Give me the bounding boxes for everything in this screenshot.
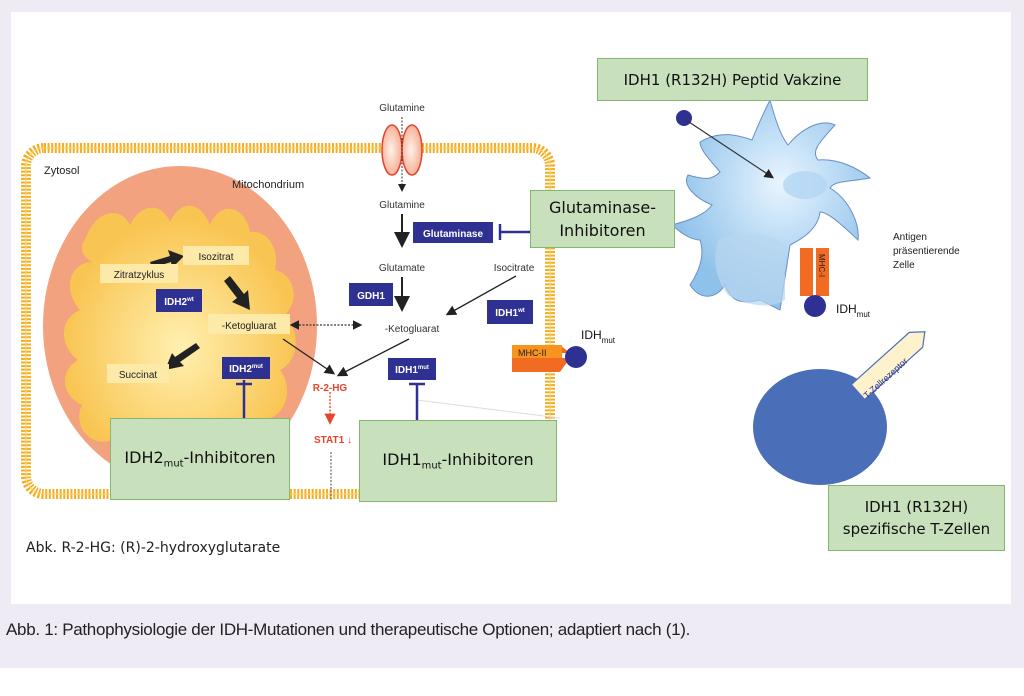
- idh1-inhibitor-box: IDH1mut-Inhibitoren: [359, 420, 557, 502]
- svg-text:IDH2mut: IDH2mut: [229, 364, 263, 375]
- apc-label-line3: Zelle: [893, 260, 915, 271]
- idh2-mut-enzyme: IDH2mut: [222, 357, 270, 379]
- glutamine-channel-icon: [381, 117, 423, 192]
- zitratzyklus-box: Zitratzyklus: [100, 264, 178, 283]
- mhc-ii-label: MHC-II: [518, 348, 547, 358]
- glutaminase-enzyme: Glutaminase: [413, 222, 493, 243]
- svg-text:IDH1mut: IDH1mut: [395, 365, 429, 376]
- figure-caption: Abb. 1: Pathophysiologie der IDH-Mutatio…: [6, 620, 691, 639]
- svg-text:Isozitrat: Isozitrat: [198, 252, 233, 263]
- svg-text:Zitratzyklus: Zitratzyklus: [114, 270, 165, 281]
- idh-mut-apc-label: IDHmut: [836, 302, 871, 319]
- svg-text:Succinat: Succinat: [119, 370, 158, 381]
- citric-cycle-arrows: [150, 250, 250, 370]
- svg-text:GDH1: GDH1: [357, 291, 385, 302]
- glutamine-inside-label: Glutamine: [379, 200, 425, 211]
- svg-text:Glutaminase: Glutaminase: [423, 229, 483, 240]
- idh1-wt-enzyme: IDH1wt: [487, 300, 533, 324]
- gdh1-enzyme: GDH1: [349, 283, 393, 306]
- svg-text:-Ketogluarat: -Ketogluarat: [222, 321, 277, 332]
- apc-label-line2: präsentierende: [893, 246, 960, 257]
- svg-text:IDH2wt: IDH2wt: [164, 297, 193, 308]
- zytosol-label: Zytosol: [44, 165, 79, 177]
- idh2-wt-enzyme: IDH2wt: [156, 289, 202, 312]
- specific-t-cells-box: IDH1 (R132H) spezifische T-Zellen: [828, 485, 1005, 551]
- abbreviation-note: Abk. R-2-HG: (R)-2-hydroxyglutarate: [26, 540, 281, 556]
- glutaminase-inhibitor-box: Glutaminase- Inhibitoren: [530, 190, 675, 248]
- mhc-i-label: MHC-I: [817, 254, 826, 277]
- idh1-mut-enzyme: IDH1mut: [388, 358, 436, 380]
- r2hg-label: R-2-HG: [313, 383, 348, 394]
- isocitrate-label: Isocitrate: [494, 263, 535, 274]
- peptide-vaccine-box: IDH1 (R132H) Peptid Vakzine: [597, 58, 868, 101]
- idh2-inhibitor-box: IDH2mut-Inhibitoren: [110, 418, 290, 500]
- reaction-arrows: [282, 214, 561, 500]
- isozitrat-box: Isozitrat: [183, 246, 249, 265]
- ketogluarat-mito-box: -Ketogluarat: [208, 314, 290, 334]
- stat1-label: STAT1 ↓: [314, 435, 352, 446]
- glutamine-outside-label: Glutamine: [379, 103, 425, 114]
- mhc-i-receptor: [800, 248, 829, 317]
- svg-text:IDH1wt: IDH1wt: [495, 308, 524, 319]
- idh-mut-cell-label: IDHmut: [581, 328, 616, 345]
- apc-label-line1: Antigen: [893, 232, 927, 243]
- antigen-presenting-cell: [670, 98, 872, 311]
- succinat-box: Succinat: [107, 364, 169, 383]
- ketogluarat-cyto-label: -Ketogluarat: [385, 324, 440, 335]
- mhc-ii-receptor: [512, 345, 587, 372]
- glutamate-label: Glutamate: [379, 263, 426, 274]
- mitochondrium-label: Mitochondrium: [232, 179, 304, 191]
- t-cell: [753, 331, 926, 485]
